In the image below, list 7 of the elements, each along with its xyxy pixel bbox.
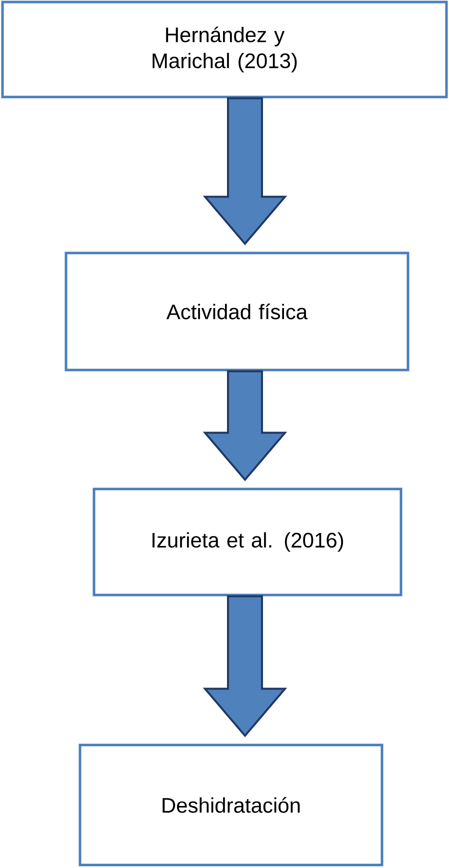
process-box: Izurieta et al. (2016) — [92, 488, 402, 596]
process-box: Actividad física — [64, 252, 410, 372]
block-arrow — [202, 595, 288, 738]
process-box: Hernández y Marichal (2013) — [1, 0, 448, 98]
block-arrow — [202, 97, 288, 246]
process-box: Deshidratación — [78, 744, 384, 866]
block-arrow — [202, 370, 288, 482]
